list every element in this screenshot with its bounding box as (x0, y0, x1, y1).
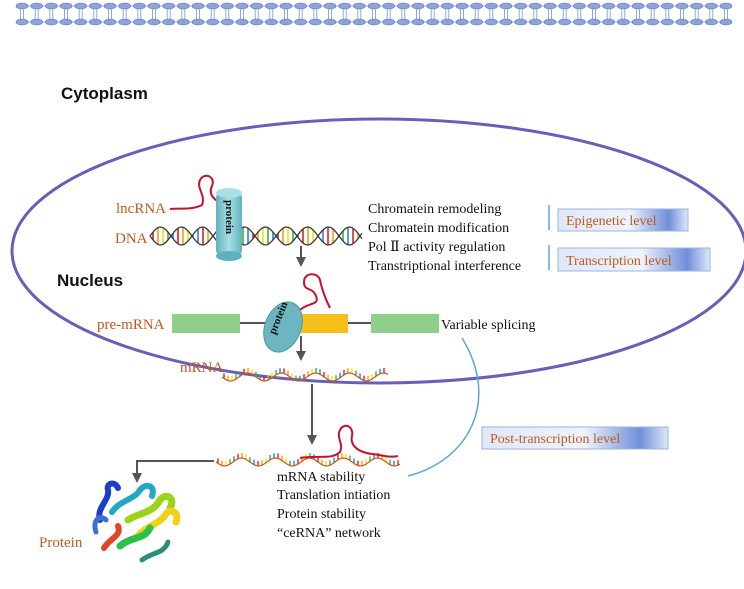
transcription-level-label: Transcription level (566, 254, 672, 269)
nucleus-envelope (10, 117, 744, 385)
dna-label: DNA (115, 231, 148, 247)
pre-mrna-exon-1 (172, 314, 240, 333)
protein-cylinder: protein (216, 188, 242, 261)
epigenetic-function-1: Chromatein remodeling (368, 202, 501, 217)
protein-structure-icon (92, 480, 181, 563)
post-function-4: “ceRNA” network (277, 526, 381, 541)
post-transcription-level-box: Post-transcription level (481, 426, 669, 450)
cell-membrane (15, 2, 733, 26)
epigenetic-level-box: Epigenetic level (557, 208, 689, 232)
mrna-label: mRNA (180, 360, 224, 376)
protein-cylinder-label: protein (223, 200, 235, 234)
post-transcription-level-label: Post-transcription level (490, 432, 620, 447)
splicing-connector-curve (407, 337, 480, 477)
mrna-strand-nucleus (221, 368, 389, 382)
cytoplasm-label: Cytoplasm (61, 84, 148, 103)
post-function-1: mRNA stability (277, 470, 365, 485)
variable-splicing-label: Variable splicing (441, 318, 535, 333)
arrow-mrna-to-protein (132, 460, 214, 483)
pre-mrna-exon-2 (371, 314, 439, 333)
epigenetic-function-2: Chromatein modification (368, 221, 509, 236)
transcription-function-1: Pol Ⅱ activity regulation (368, 240, 505, 255)
post-function-3: Protein stability (277, 507, 366, 522)
protein-product-label: Protein (39, 535, 83, 551)
transcription-level-box: Transcription level (557, 247, 711, 272)
nucleus-label: Nucleus (57, 271, 123, 290)
lncrna-cytoplasm-strand (299, 424, 399, 459)
transcription-function-2: Transtriptional interference (368, 259, 521, 274)
dna-helix (149, 226, 363, 246)
post-function-2: Translation intiation (277, 488, 390, 503)
lncrna-label: lncRNA (116, 201, 166, 217)
epigenetic-level-label: Epigenetic level (566, 214, 657, 229)
pre-mrna-label: pre-mRNA (97, 317, 165, 333)
lncrna-splice-strand (299, 273, 331, 311)
